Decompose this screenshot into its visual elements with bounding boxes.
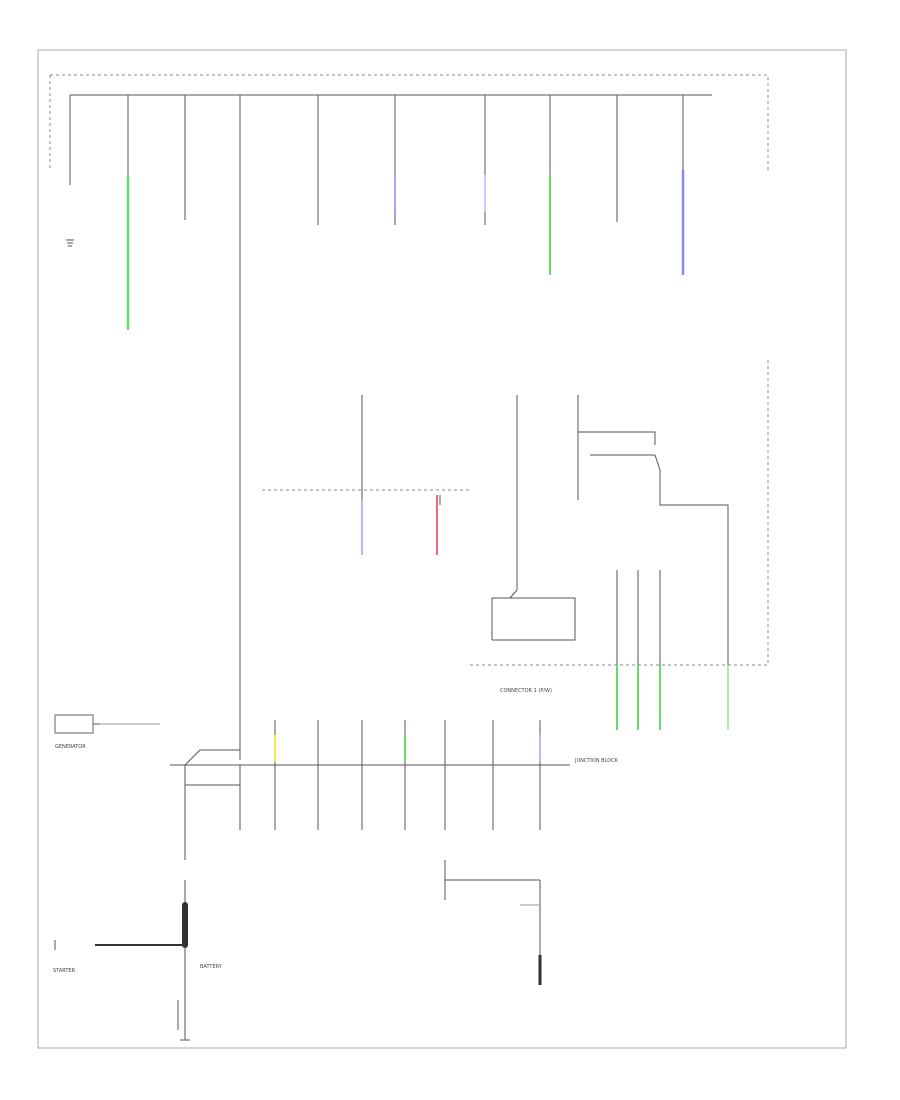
lower-center-drop bbox=[444, 860, 541, 985]
diagram-frame bbox=[37, 49, 847, 1049]
lower-bus-link bbox=[184, 749, 240, 766]
mid-relay bbox=[578, 431, 729, 665]
generator-box bbox=[54, 714, 94, 734]
label-connector: CONNECTOR 1 (P/W) bbox=[500, 688, 552, 694]
label-junction: JUNCTION BLOCK bbox=[574, 758, 619, 764]
label-generator: GENERATOR bbox=[55, 744, 86, 750]
relay-box-wire bbox=[509, 589, 518, 599]
top-drops bbox=[69, 95, 684, 760]
relay-box bbox=[491, 597, 576, 641]
lower-bus-drops bbox=[184, 720, 541, 860]
label-starter: STARTER bbox=[53, 968, 76, 974]
battery-ground bbox=[177, 1000, 190, 1041]
mid-block-boundary bbox=[470, 360, 769, 666]
upper-block-boundary bbox=[49, 74, 769, 170]
ground-symbol bbox=[66, 239, 74, 247]
label-battery: BATTERY bbox=[200, 964, 223, 970]
mid-drops-lower bbox=[616, 570, 661, 665]
